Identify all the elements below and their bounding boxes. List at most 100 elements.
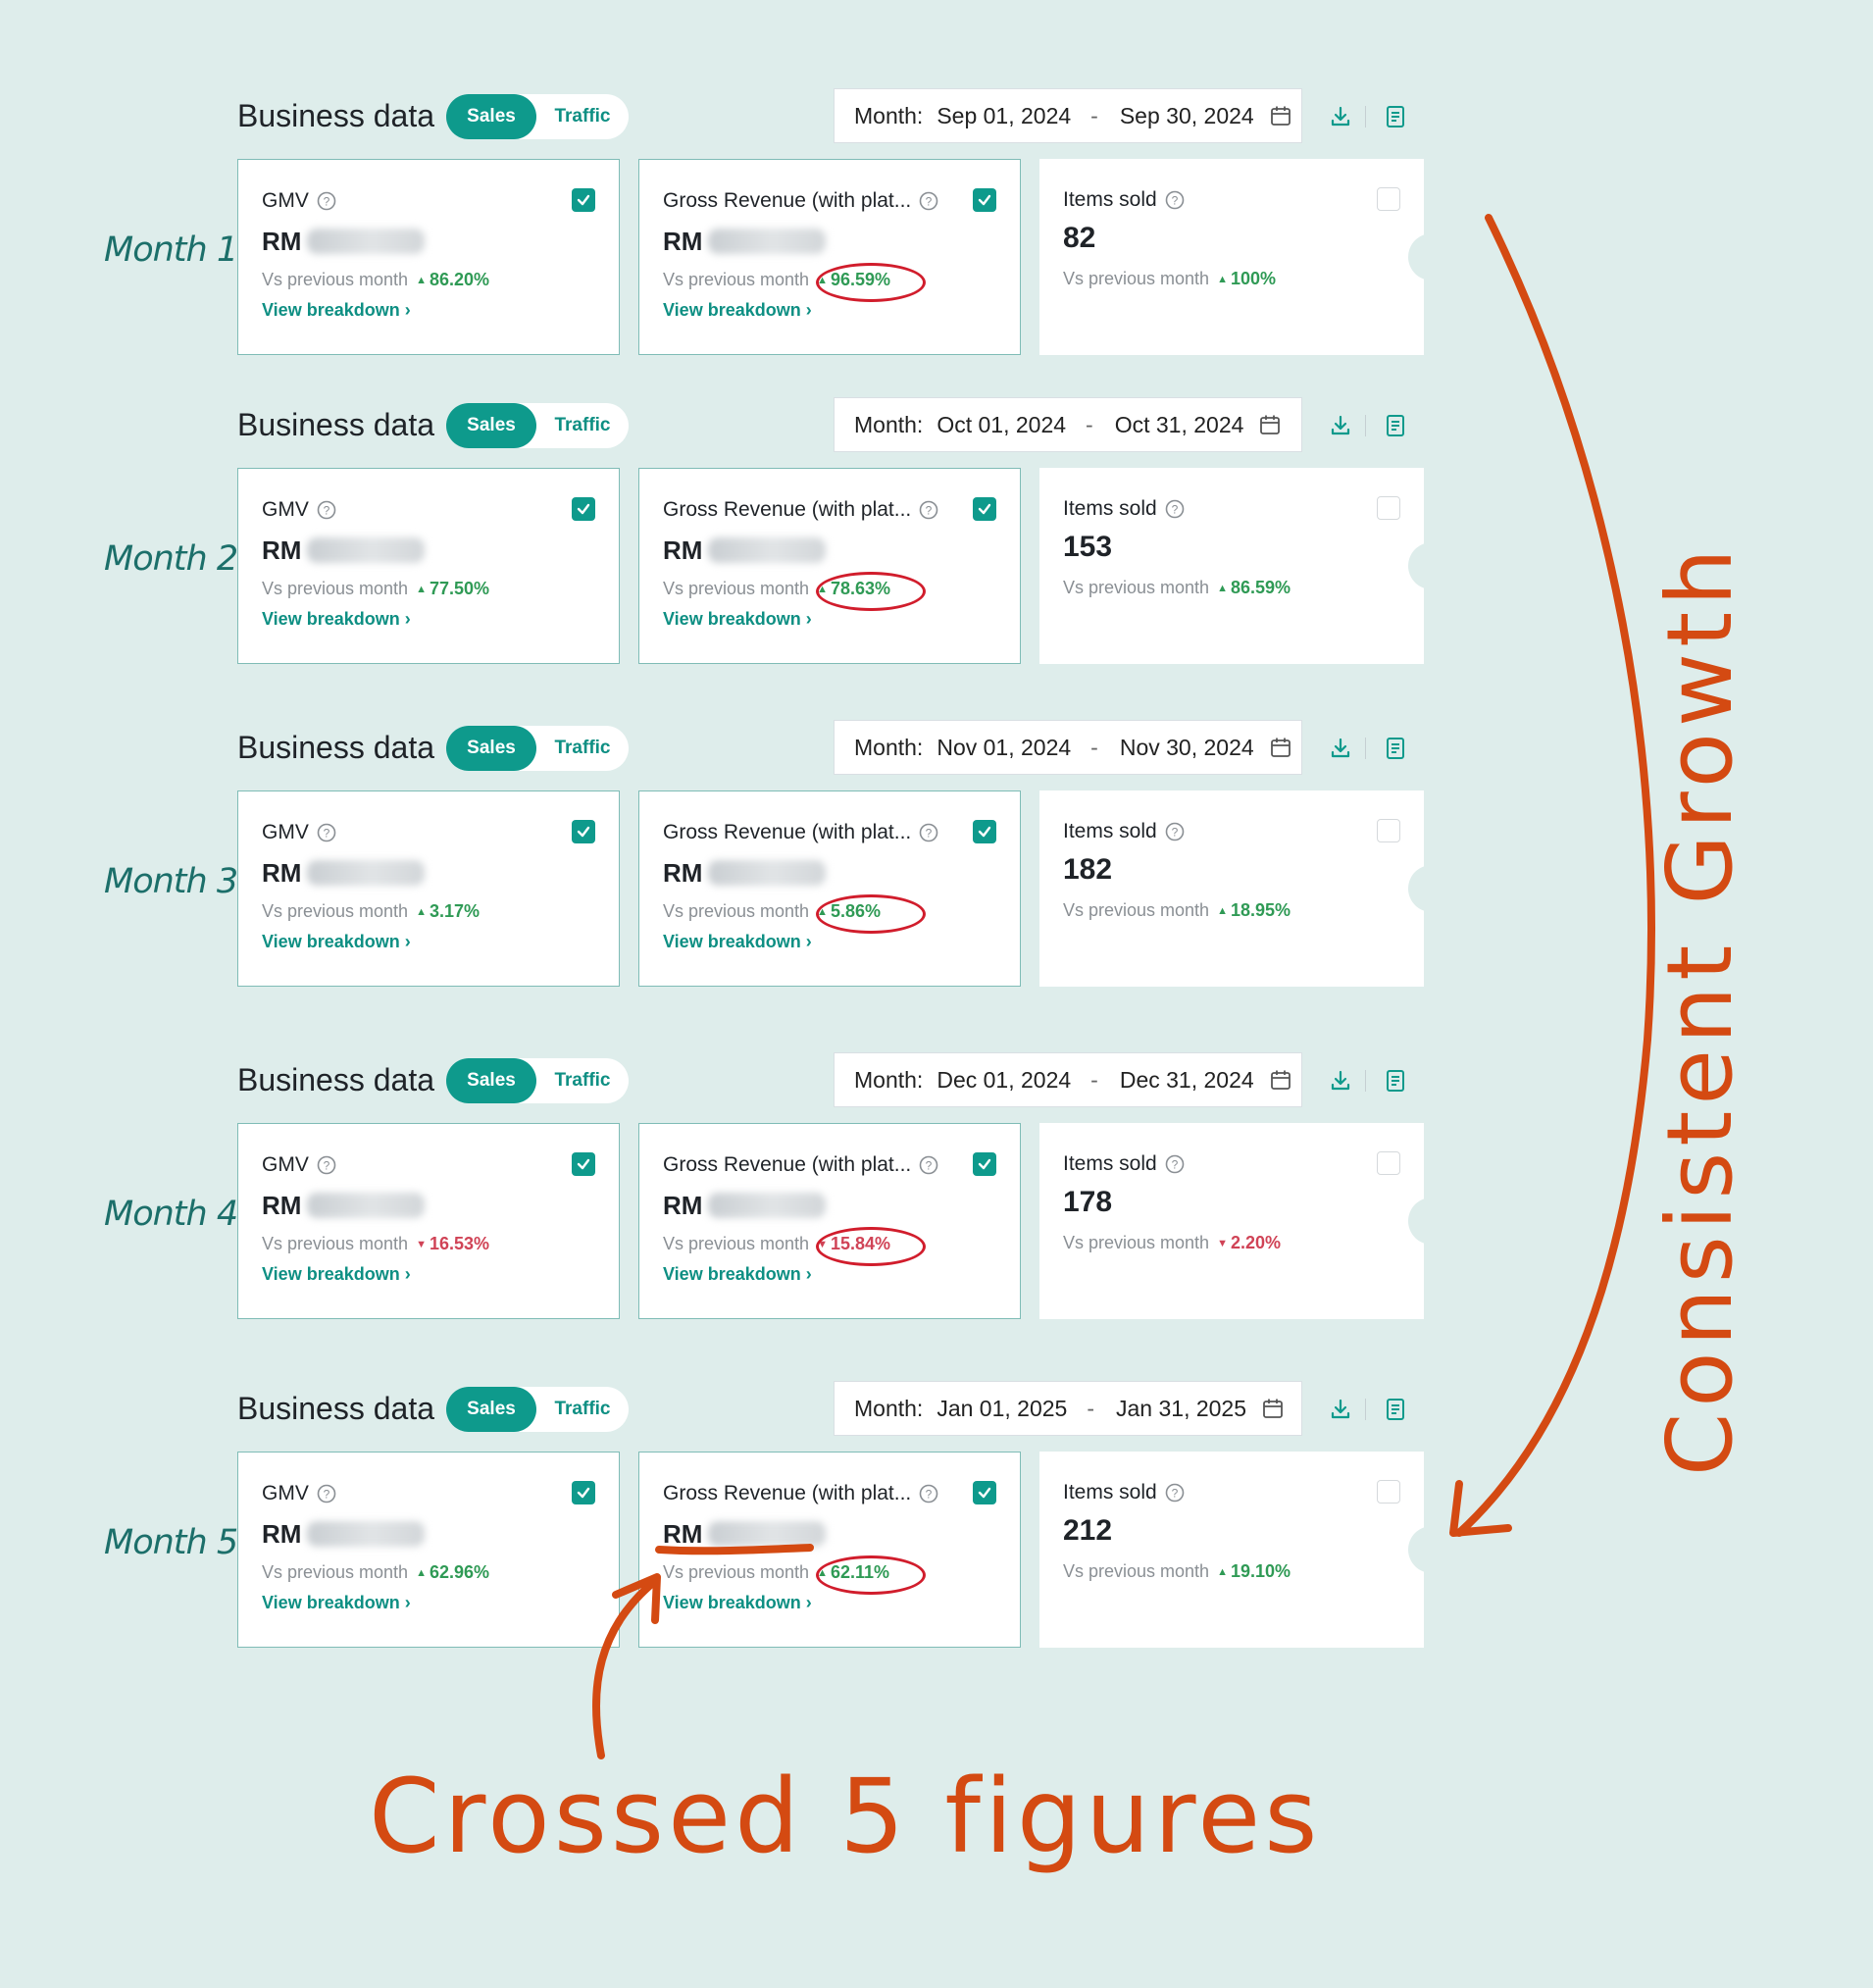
help-circle-icon[interactable]: ?	[1165, 822, 1185, 841]
arrow-down-icon: ▼	[416, 1239, 427, 1250]
gmv-card[interactable]: GMV ? RM Vs previous month▲77.50% View b…	[237, 468, 620, 664]
download-icon[interactable]	[1328, 104, 1353, 129]
help-circle-icon[interactable]: ?	[317, 823, 336, 842]
help-circle-icon[interactable]: ?	[1165, 190, 1185, 210]
calendar-icon[interactable]	[1262, 1398, 1284, 1419]
items-checkbox[interactable]	[1377, 1151, 1400, 1175]
items-sold-card[interactable]: Items sold ? 212 Vs previous month▲19.10…	[1039, 1452, 1434, 1648]
tab-sales[interactable]: Sales	[446, 1058, 536, 1103]
tab-sales[interactable]: Sales	[446, 94, 536, 139]
items-sold-card[interactable]: Items sold ? 182 Vs previous month▲18.95…	[1039, 790, 1434, 987]
revenue-checkbox[interactable]	[973, 820, 996, 843]
gmv-view-breakdown-link[interactable]: View breakdown ›	[262, 1593, 411, 1612]
report-icon[interactable]	[1383, 736, 1408, 761]
download-icon[interactable]	[1328, 413, 1353, 438]
comparison-label: Vs previous month	[1063, 269, 1210, 288]
help-circle-icon[interactable]: ?	[919, 191, 938, 211]
gmv-card[interactable]: GMV ? RM Vs previous month▼16.53% View b…	[237, 1123, 620, 1319]
help-circle-icon[interactable]: ?	[1165, 499, 1185, 519]
help-circle-icon[interactable]: ?	[1165, 1483, 1185, 1503]
month-date-picker[interactable]: Month: Sep 01, 2024 - Sep 30, 2024	[834, 88, 1302, 143]
gross-revenue-card[interactable]: Gross Revenue (with plat... ? RM Vs prev…	[638, 468, 1021, 664]
tab-sales[interactable]: Sales	[446, 1387, 536, 1432]
items-checkbox[interactable]	[1377, 187, 1400, 211]
revenue-checkbox[interactable]	[973, 188, 996, 212]
month-date-picker[interactable]: Month: Oct 01, 2024 - Oct 31, 2024	[834, 397, 1302, 452]
calendar-icon[interactable]	[1270, 737, 1291, 758]
download-icon[interactable]	[1328, 1397, 1353, 1422]
help-circle-icon[interactable]: ?	[317, 500, 336, 520]
tab-sales[interactable]: Sales	[446, 726, 536, 771]
gmv-view-breakdown-link[interactable]: View breakdown ›	[262, 1264, 411, 1284]
revenue-view-breakdown-link[interactable]: View breakdown ›	[663, 1593, 812, 1612]
gmv-checkbox[interactable]	[572, 1481, 595, 1504]
help-circle-icon[interactable]: ?	[919, 823, 938, 842]
month-date-picker[interactable]: Month: Nov 01, 2024 - Nov 30, 2024	[834, 720, 1302, 775]
tab-traffic[interactable]: Traffic	[554, 1070, 611, 1091]
gross-revenue-card[interactable]: Gross Revenue (with plat... ? RM Vs prev…	[638, 790, 1021, 987]
date-separator: -	[1090, 734, 1098, 760]
gmv-checkbox[interactable]	[572, 188, 595, 212]
gmv-card[interactable]: GMV ? RM Vs previous month▲3.17% View br…	[237, 790, 620, 987]
revenue-checkbox[interactable]	[973, 1481, 996, 1504]
report-icon[interactable]	[1383, 1068, 1408, 1094]
revenue-value-blurred	[708, 1193, 826, 1218]
download-icon[interactable]	[1328, 1068, 1353, 1094]
revenue-view-breakdown-link[interactable]: View breakdown ›	[663, 932, 812, 951]
page-title: Business data	[237, 1062, 435, 1097]
month-label: Month 3	[104, 862, 238, 901]
items-change: 18.95%	[1230, 900, 1291, 920]
help-circle-icon[interactable]: ?	[317, 1484, 336, 1504]
gmv-currency: RM	[262, 858, 302, 888]
help-circle-icon[interactable]: ?	[317, 1155, 336, 1175]
card-title: Gross Revenue (with plat... ?	[663, 821, 938, 844]
date-separator: -	[1087, 1395, 1095, 1421]
revenue-view-breakdown-link[interactable]: View breakdown ›	[663, 1264, 812, 1284]
revenue-view-breakdown-link[interactable]: View breakdown ›	[663, 300, 812, 320]
tab-traffic[interactable]: Traffic	[554, 1399, 611, 1419]
calendar-icon[interactable]	[1270, 105, 1291, 127]
gmv-view-breakdown-link[interactable]: View breakdown ›	[262, 300, 411, 320]
help-circle-icon[interactable]: ?	[919, 1484, 938, 1504]
gmv-checkbox[interactable]	[572, 820, 595, 843]
gmv-checkbox[interactable]	[572, 1152, 595, 1176]
download-icon[interactable]	[1328, 736, 1353, 761]
items-sold-card[interactable]: Items sold ? 82 Vs previous month▲100%	[1039, 159, 1434, 355]
svg-text:?: ?	[926, 504, 933, 518]
help-circle-icon[interactable]: ?	[919, 500, 938, 520]
gmv-card[interactable]: GMV ? RM Vs previous month▲62.96% View b…	[237, 1452, 620, 1648]
gmv-card[interactable]: GMV ? RM Vs previous month▲86.20% View b…	[237, 159, 620, 355]
tab-sales[interactable]: Sales	[446, 403, 536, 448]
gmv-change: 86.20%	[429, 270, 490, 289]
gmv-view-breakdown-link[interactable]: View breakdown ›	[262, 932, 411, 951]
revenue-checkbox[interactable]	[973, 1152, 996, 1176]
tab-traffic[interactable]: Traffic	[554, 106, 611, 127]
gmv-view-breakdown-link[interactable]: View breakdown ›	[262, 609, 411, 629]
tab-traffic[interactable]: Traffic	[554, 415, 611, 435]
report-icon[interactable]	[1383, 104, 1408, 129]
gmv-comparison: Vs previous month▲3.17%	[262, 901, 480, 922]
items-checkbox[interactable]	[1377, 1480, 1400, 1504]
gmv-comparison: Vs previous month▲77.50%	[262, 579, 489, 599]
help-circle-icon[interactable]: ?	[919, 1155, 938, 1175]
items-checkbox[interactable]	[1377, 819, 1400, 842]
report-icon[interactable]	[1383, 413, 1408, 438]
month-date-picker[interactable]: Month: Dec 01, 2024 - Dec 31, 2024	[834, 1052, 1302, 1107]
help-circle-icon[interactable]: ?	[317, 191, 336, 211]
help-circle-icon[interactable]: ?	[1165, 1154, 1185, 1174]
items-sold-card[interactable]: Items sold ? 153 Vs previous month▲86.59…	[1039, 468, 1434, 664]
business-data-header: Business data Sales Traffic Month: Nov 0…	[235, 720, 1422, 777]
month-date-picker[interactable]: Month: Jan 01, 2025 - Jan 31, 2025	[834, 1381, 1302, 1436]
gross-revenue-card[interactable]: Gross Revenue (with plat... ? RM Vs prev…	[638, 1123, 1021, 1319]
items-sold-card[interactable]: Items sold ? 178 Vs previous month▼2.20%	[1039, 1123, 1434, 1319]
tab-traffic[interactable]: Traffic	[554, 738, 611, 758]
revenue-checkbox[interactable]	[973, 497, 996, 521]
items-checkbox[interactable]	[1377, 496, 1400, 520]
report-icon[interactable]	[1383, 1397, 1408, 1422]
gmv-checkbox[interactable]	[572, 497, 595, 521]
revenue-view-breakdown-link[interactable]: View breakdown ›	[663, 609, 812, 629]
comparison-label: Vs previous month	[262, 901, 409, 921]
items-value: 212	[1063, 1514, 1113, 1547]
calendar-icon[interactable]	[1270, 1069, 1291, 1091]
calendar-icon[interactable]	[1259, 414, 1281, 435]
